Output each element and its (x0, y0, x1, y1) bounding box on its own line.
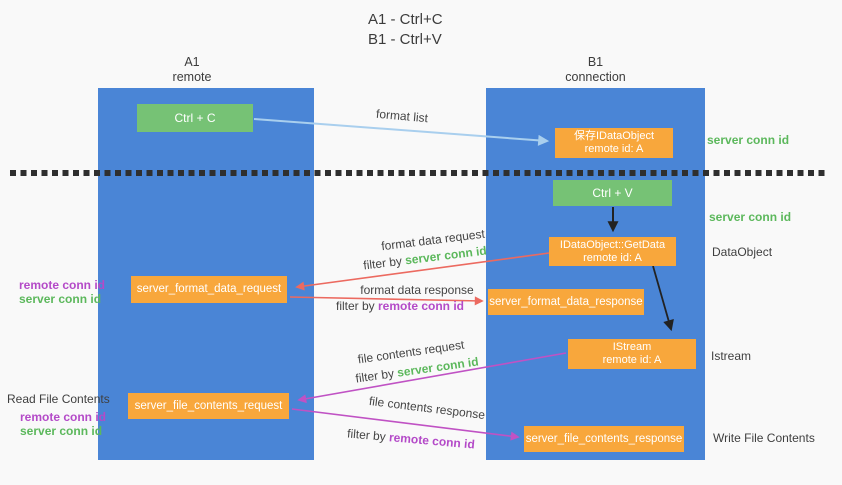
filter-by-remote-conn-id-value: remote conn id (378, 299, 465, 313)
box-istream: IStream remote id: A (568, 339, 696, 369)
column-b1-role: connection (565, 70, 626, 84)
arrow-file-contents-response (291, 408, 520, 441)
column-a1-header: A1 remote (84, 55, 300, 85)
column-a1-name: A1 (184, 55, 200, 69)
box-idataobject-getdata-line1: IDataObject::GetData (559, 238, 666, 251)
label-group-conn-ids-mid: remote conn id server conn id (19, 278, 105, 306)
label-group-conn-ids-bottom: remote conn id server conn id (20, 410, 106, 438)
diagram-title: A1 - Ctrl+C B1 - Ctrl+V (368, 10, 443, 50)
column-b1-header: B1 connection (486, 55, 705, 85)
box-save-idataobject-line2: remote id: A (584, 143, 644, 155)
label-server-conn-id-mid: server conn id (709, 210, 792, 224)
box-server-file-contents-request: server_file_contents_request (128, 393, 289, 419)
column-a1-role: remote (172, 70, 212, 84)
box-idataobject-getdata: IDataObject::GetData remote id: A (549, 237, 676, 266)
box-ctrl-c-label: Ctrl + C (174, 110, 216, 125)
box-server-file-contents-response-label: server_file_contents_response (525, 432, 683, 445)
label-remote-conn-id-mid: remote conn id (19, 278, 106, 292)
arrow-label-format-data-response: format data response (360, 283, 474, 297)
box-server-format-data-response: server_format_data_response (488, 289, 644, 315)
title-line-ctrl-v: B1 - Ctrl+V (368, 31, 442, 48)
label-server-conn-id-left-bottom: server conn id (20, 424, 103, 438)
arrow-label-filter-by-remote-conn-id-1: filter by remote conn id (336, 299, 464, 313)
arrow-format-data-request (295, 252, 550, 291)
title-line-ctrl-c: A1 - Ctrl+C (368, 11, 443, 28)
label-server-conn-id-left-mid: server conn id (19, 292, 102, 306)
label-write-file-contents: Write File Contents (713, 431, 815, 445)
column-b1-name: B1 (587, 55, 604, 69)
box-istream-line1: IStream (612, 341, 652, 353)
box-server-file-contents-request-label: server_file_contents_request (134, 399, 283, 412)
box-server-format-data-response-label: server_format_data_response (489, 295, 643, 308)
label-remote-conn-id-bottom: remote conn id (20, 410, 107, 424)
box-ctrl-v: Ctrl + V (553, 180, 672, 206)
box-server-format-data-request: server_format_data_request (131, 276, 287, 303)
arrow-format-list (253, 118, 550, 146)
label-istream: Istream (711, 349, 752, 363)
box-idataobject-getdata-line2: remote id: A (583, 251, 642, 264)
label-dataobject: DataObject (712, 245, 773, 259)
box-save-idataobject: 保存IDataObject remote id: A (555, 128, 673, 158)
arrow-file-contents-request (297, 352, 567, 404)
arrow-format-data-response (289, 296, 484, 306)
box-server-format-data-request-label: server_format_data_request (136, 283, 282, 295)
filter-by-prefix: filter by (335, 299, 378, 313)
arrow-getdata-to-istream (652, 265, 674, 332)
box-server-file-contents-response: server_file_contents_response (524, 426, 684, 452)
box-istream-line2: remote id: A (602, 354, 662, 366)
label-read-file-contents: Read File Contents (7, 392, 110, 406)
box-save-idataobject-line1: 保存IDataObject (573, 130, 655, 142)
box-ctrl-v-label: Ctrl + V (592, 185, 633, 200)
label-server-conn-id-top: server conn id (707, 133, 790, 147)
box-ctrl-c: Ctrl + C (137, 104, 253, 132)
